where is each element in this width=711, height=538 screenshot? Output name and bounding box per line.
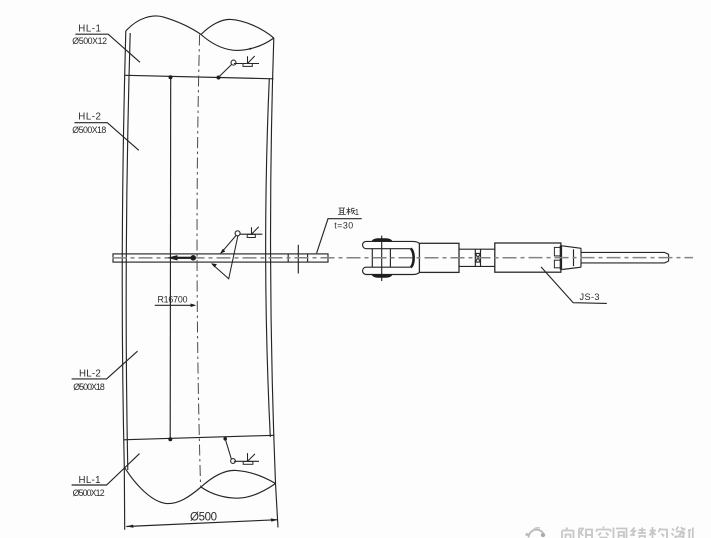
svg-text:HL-1: HL-1: [79, 475, 101, 486]
svg-text:Ø500X18: Ø500X18: [73, 382, 105, 392]
svg-text:JS-3: JS-3: [580, 292, 600, 302]
svg-text:R16700: R16700: [158, 294, 188, 304]
svg-text:Ø500X18: Ø500X18: [72, 125, 106, 135]
svg-text:HL-2: HL-2: [78, 112, 101, 123]
svg-text:HL-1: HL-1: [78, 24, 101, 35]
svg-text:Ø500: Ø500: [190, 511, 217, 523]
svg-text:t=30: t=30: [334, 220, 353, 230]
svg-text:1: 1: [355, 208, 360, 217]
svg-text:HL-2: HL-2: [79, 369, 101, 380]
svg-text:Ø500X12: Ø500X12: [72, 36, 107, 46]
svg-text:Ø500X12: Ø500X12: [73, 488, 105, 498]
